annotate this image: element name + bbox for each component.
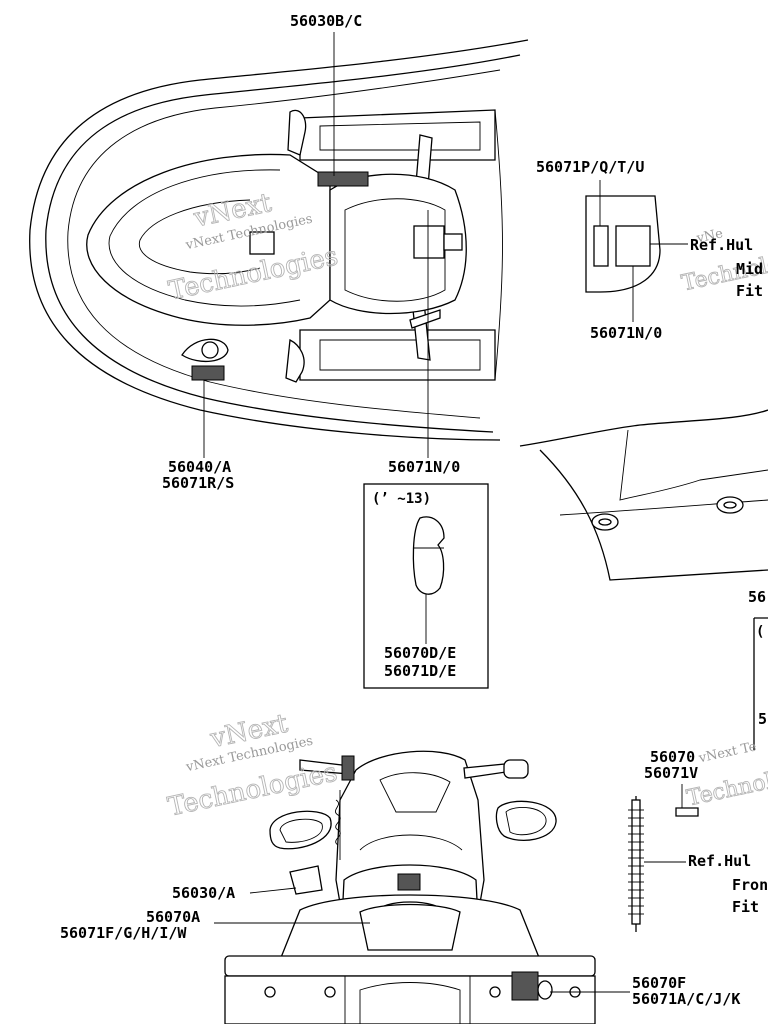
callout-fuel-a: 56070 bbox=[650, 748, 695, 766]
fuel-tube-detail bbox=[628, 784, 699, 932]
callout-fit-text-2: Fit bbox=[732, 898, 759, 916]
rear-view bbox=[224, 750, 596, 1024]
callout-fuel-b: 56071V bbox=[644, 764, 698, 782]
callout-bottom-right-1: 56070F bbox=[632, 974, 686, 992]
callout-right-edge-56: 56 bbox=[748, 588, 766, 606]
callout-left-hull-b: 56071R/S bbox=[162, 474, 234, 492]
svg-text:vNext Te: vNext Te bbox=[697, 739, 759, 766]
callout-bottom-left-2: 56070A bbox=[146, 908, 200, 926]
inset-box bbox=[363, 483, 489, 689]
callout-bottom-left-1: 56030/A bbox=[172, 884, 235, 902]
watermark-bottom: vNext Technologies vNext Technologies bbox=[165, 708, 340, 823]
callout-inset-b: 56071D/E bbox=[384, 662, 456, 680]
callout-ref-hull-2: Ref.Hul bbox=[688, 852, 751, 870]
decal-detail-right-top bbox=[585, 180, 688, 322]
svg-text:vNe: vNe bbox=[694, 226, 724, 246]
callout-inset-a: 56070D/E bbox=[384, 644, 456, 662]
callout-steer-line: 56071N/0 bbox=[388, 458, 460, 476]
callout-bottom-right-2: 56071A/C/J/K bbox=[632, 990, 740, 1008]
top-view-leaders bbox=[203, 32, 429, 458]
callout-bottom-left-3: 56071F/G/H/I/W bbox=[60, 924, 187, 942]
callout-labels: 56030B/C 56071P/Q/T/U Ref.Hul Mid Fit 56… bbox=[60, 12, 768, 1008]
side-view-fragment bbox=[519, 409, 768, 750]
callout-top-decal: 56030B/C bbox=[290, 12, 362, 30]
callout-front-text: Fron bbox=[732, 876, 768, 894]
top-view-hull bbox=[29, 39, 529, 441]
rear-view-leaders bbox=[214, 887, 630, 993]
callout-right-top: 56071P/Q/T/U bbox=[536, 158, 644, 176]
callout-right-edge-paren: ( bbox=[756, 624, 764, 640]
callout-mid-text: Mid bbox=[736, 260, 763, 278]
callout-ref-hull-1: Ref.Hul bbox=[690, 236, 753, 254]
callout-fit-text-1: Fit bbox=[736, 282, 763, 300]
callout-right-edge-5: 5 bbox=[758, 710, 767, 728]
callout-left-hull-a: 56040/A bbox=[168, 458, 231, 476]
callout-right-mid: 56071N/0 bbox=[590, 324, 662, 342]
inset-note: (’ ~13) bbox=[372, 491, 431, 507]
